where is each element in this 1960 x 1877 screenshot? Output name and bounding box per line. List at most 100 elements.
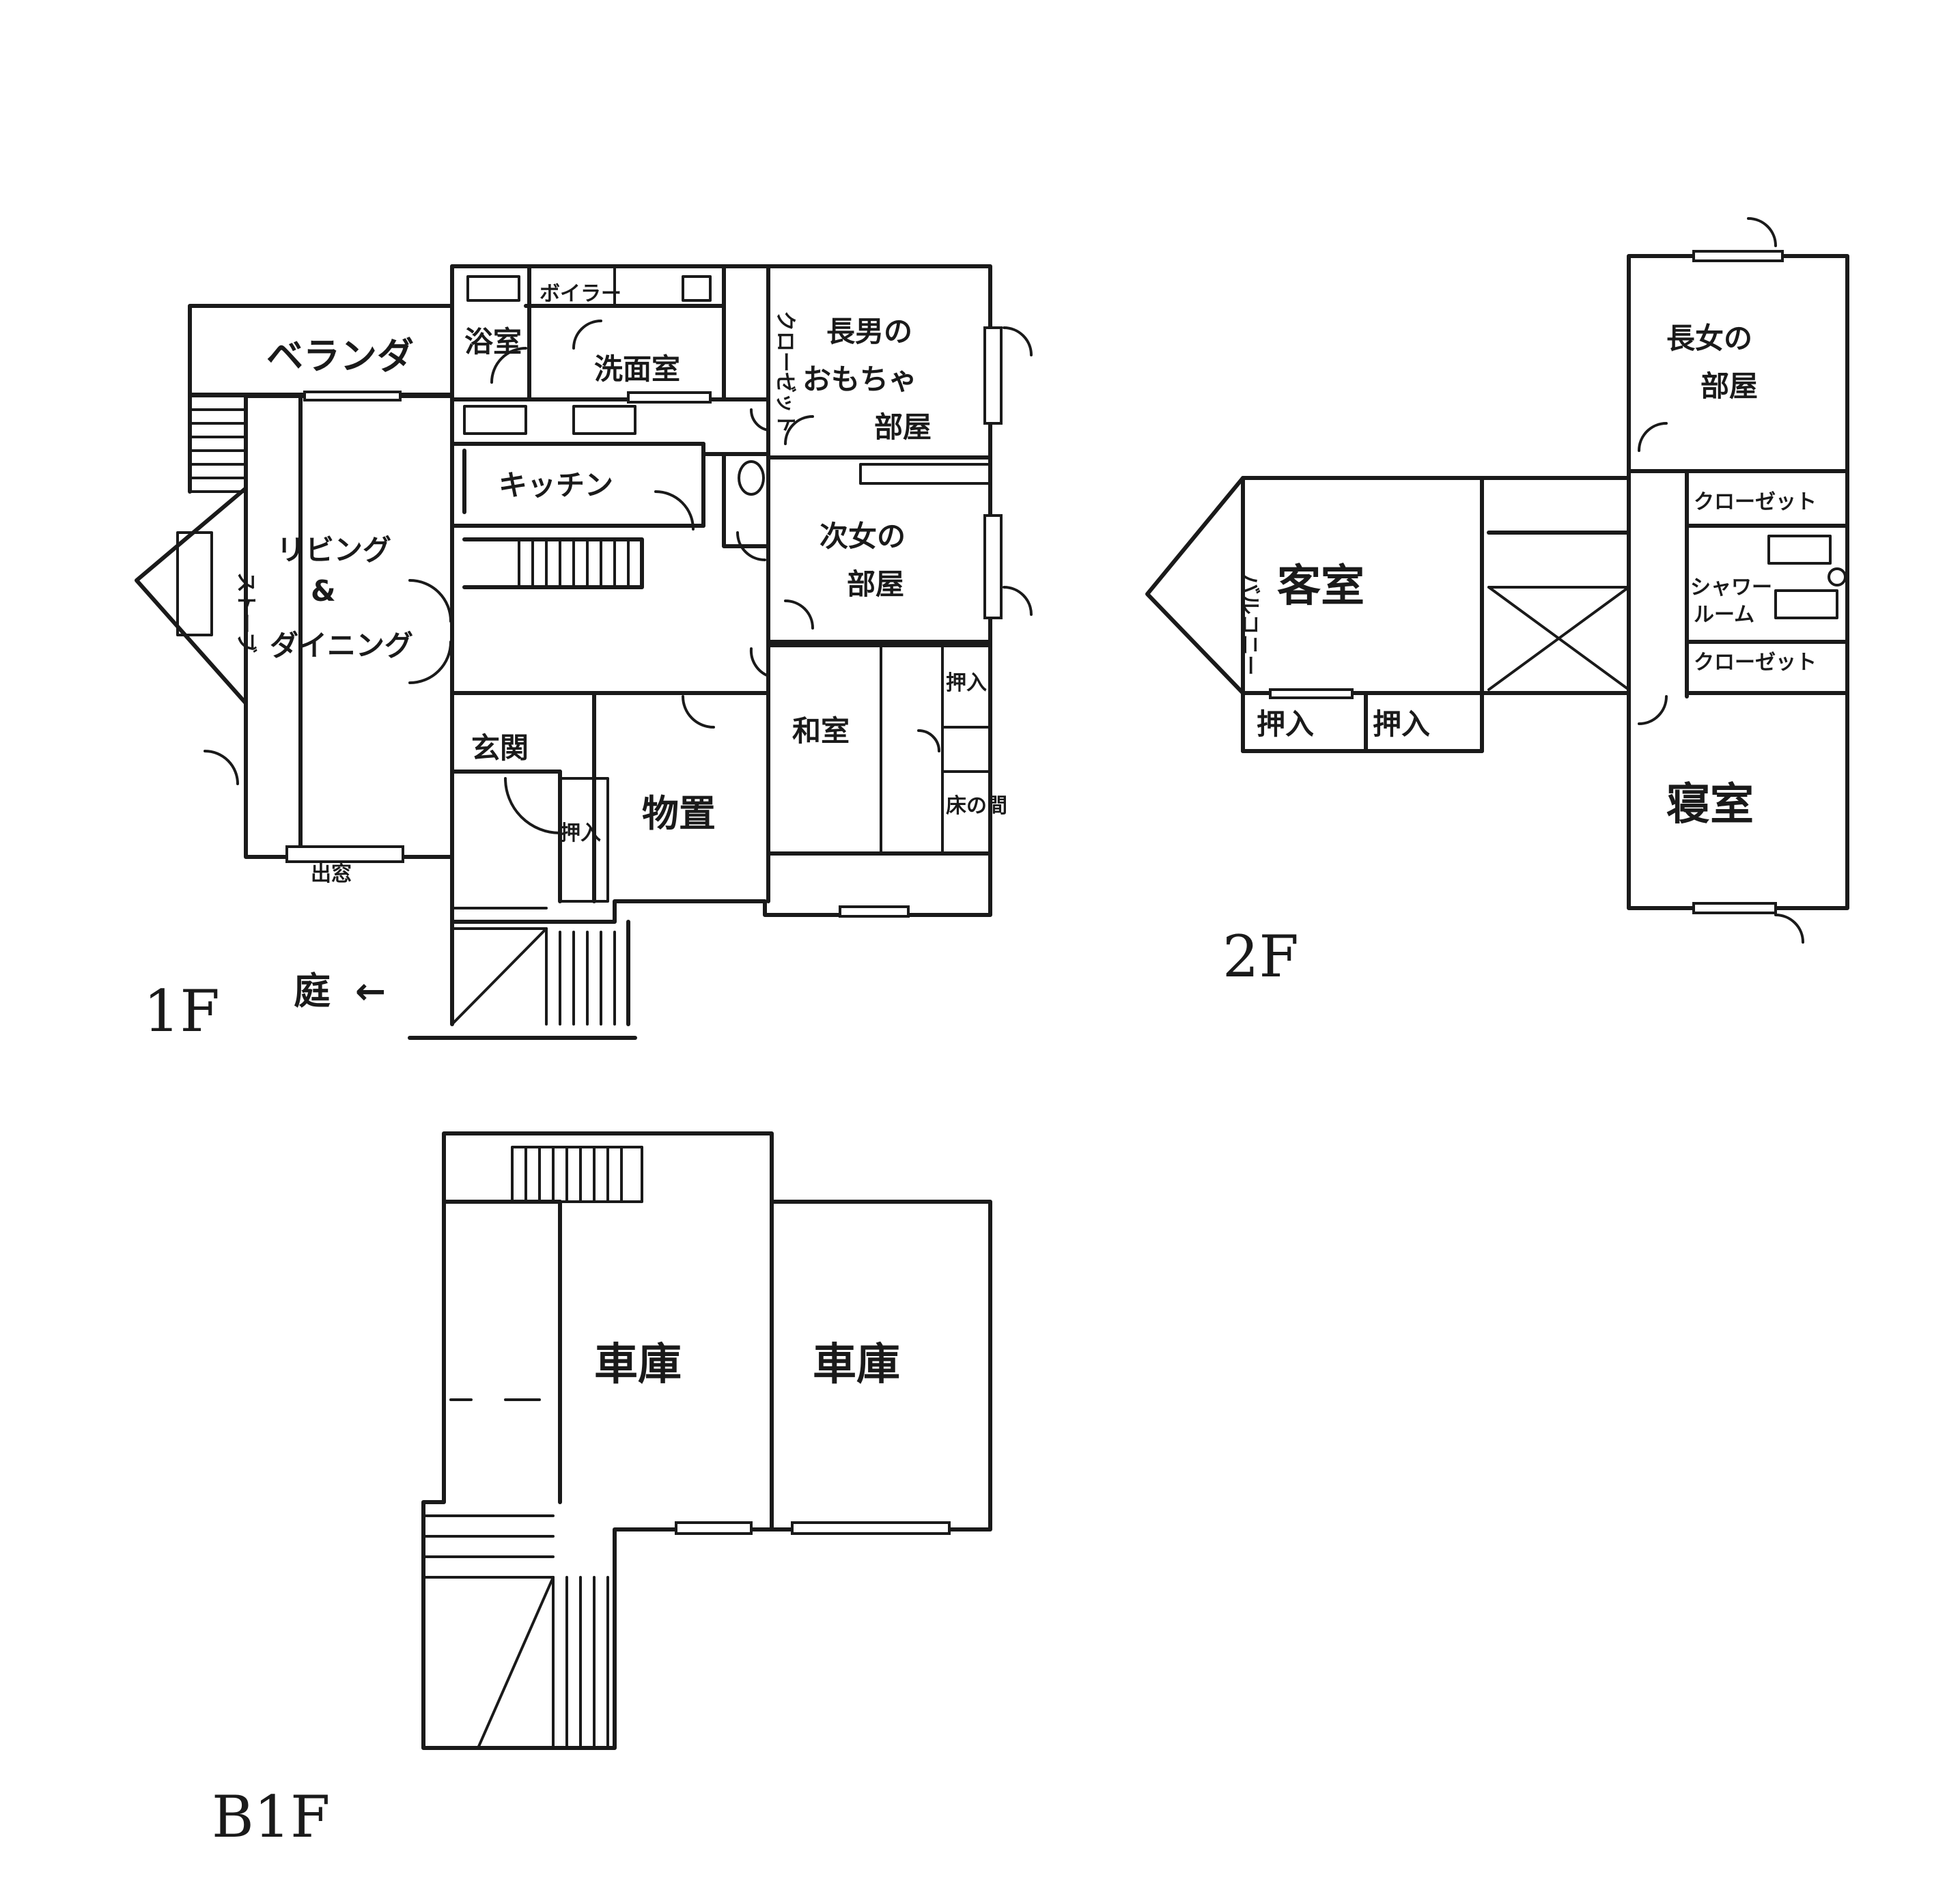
label-shower-1: シャワー bbox=[1690, 576, 1772, 599]
label-tokonoma: 床の間 bbox=[946, 794, 1007, 818]
label-oshiire-1f: 押入 bbox=[560, 821, 601, 845]
label-washroom: 洗面室 bbox=[594, 352, 680, 386]
label-closet-1f: クローゼット bbox=[773, 311, 797, 434]
label-living-2: & bbox=[311, 574, 336, 608]
stove-unit bbox=[176, 531, 213, 636]
eldest-daughter-outer-door bbox=[1747, 217, 1777, 247]
toilet-icon bbox=[738, 460, 765, 496]
label-kitchen: キッチン bbox=[499, 468, 613, 502]
label-eldest-son-3: 部屋 bbox=[874, 410, 932, 444]
storage-door-swing bbox=[682, 695, 715, 729]
shower-head-icon bbox=[1828, 567, 1847, 587]
label-eldest-daughter-2: 部屋 bbox=[1700, 369, 1758, 403]
label-veranda: ベランダ bbox=[266, 335, 414, 378]
second-daughter-window bbox=[983, 514, 1003, 619]
shower-tub-icon bbox=[1774, 589, 1838, 619]
bathtub-icon bbox=[466, 275, 520, 302]
window-seat bbox=[285, 845, 404, 863]
second-daughter-room bbox=[766, 514, 1033, 644]
closet-door-swing bbox=[749, 408, 770, 432]
bedroom bbox=[1638, 695, 1804, 944]
label-entrance: 玄関 bbox=[471, 731, 529, 765]
washitsu-room bbox=[766, 643, 992, 918]
sink-icon bbox=[572, 405, 636, 435]
floor-1f bbox=[135, 264, 1033, 1040]
labels-1f: ベランダ 浴室 ボイラー 洗面室 クローゼット 長男の おもちゃ 部屋 キッチン… bbox=[143, 282, 1007, 1045]
label-stove: ストーブ bbox=[234, 572, 257, 653]
second-daughter-door-inner bbox=[784, 599, 814, 630]
washitsu-door-swing bbox=[749, 647, 770, 677]
garage-right-door bbox=[791, 1521, 951, 1535]
label-garage-right: 車庫 bbox=[813, 1340, 900, 1390]
label-garden: 庭 bbox=[294, 970, 331, 1013]
garage-left-door bbox=[675, 1521, 753, 1535]
eldest-daughter-inner-door bbox=[1638, 422, 1668, 452]
label-closet-bottom: クローゼット bbox=[1694, 651, 1817, 675]
eldest-son-toy-room bbox=[766, 326, 1033, 485]
living-window-top bbox=[303, 391, 402, 401]
toy-room-window bbox=[983, 326, 1003, 425]
entrance-door-swing bbox=[504, 777, 561, 834]
label-eldest-daughter-1: 長女の bbox=[1666, 322, 1752, 355]
eldest-daughter-room bbox=[1627, 217, 1849, 473]
stove-top-icon bbox=[463, 405, 527, 435]
bath-washroom-row bbox=[450, 264, 770, 404]
label-second-daughter-1: 次女の bbox=[820, 520, 906, 553]
shower-sink-icon bbox=[1767, 535, 1832, 565]
second-daughter-door-outer bbox=[1003, 586, 1033, 616]
living-door-swing bbox=[204, 750, 239, 785]
kitchen-stairs bbox=[462, 537, 644, 589]
living-kitchen-door-swing bbox=[408, 579, 452, 623]
label-balcony: バルコニー bbox=[1237, 574, 1261, 675]
label-window-seat: 出窓 bbox=[311, 862, 352, 886]
label-floor-1f: 1F bbox=[143, 978, 220, 1045]
washroom-window bbox=[627, 391, 712, 404]
closet-shower-block bbox=[1685, 469, 1849, 698]
stairwell-2f bbox=[1480, 476, 1631, 695]
entry-stairs bbox=[408, 855, 637, 1040]
label-closet-top: クローゼット bbox=[1694, 490, 1817, 514]
living-hall-door-swing bbox=[408, 640, 452, 684]
guest-room-window bbox=[1269, 688, 1354, 699]
toy-room-inner-door bbox=[784, 415, 814, 445]
label-oshiire-left: 押入 bbox=[1257, 707, 1314, 741]
label-bedroom: 寝室 bbox=[1666, 780, 1754, 830]
center-block-outline bbox=[1241, 476, 1631, 695]
label-boiler: ボイラー bbox=[540, 282, 621, 306]
b1f-top-stairs bbox=[511, 1146, 643, 1203]
washbasin-icon bbox=[682, 275, 712, 302]
toilet-room bbox=[701, 408, 770, 561]
washitsu-inner-door bbox=[917, 729, 940, 752]
garage-left-outline bbox=[421, 1131, 774, 1750]
bedroom-outer-door bbox=[1774, 914, 1804, 944]
label-eldest-son-2: おもちゃ bbox=[802, 363, 917, 396]
toilet-door-swing bbox=[736, 531, 766, 561]
washitsu-window bbox=[839, 905, 910, 918]
label-oshiire-washitsu: 押入 bbox=[946, 671, 987, 695]
label-oshiire-right: 押入 bbox=[1373, 707, 1430, 741]
guest-room bbox=[1145, 476, 1484, 753]
label-floor-2f: 2F bbox=[1222, 923, 1299, 990]
label-second-daughter-2: 部屋 bbox=[847, 567, 904, 601]
b1f-bottom-stairs bbox=[422, 1514, 609, 1749]
labels-2f: 長女の 部屋 バルコニー 客室 クローゼット シャワー ルーム クローゼット 押… bbox=[1222, 322, 1817, 990]
toy-room-door-swing bbox=[1003, 326, 1033, 356]
eldest-daughter-window bbox=[1692, 250, 1784, 262]
garden-arrow-icon: ← bbox=[355, 970, 386, 1013]
label-washitsu: 和室 bbox=[792, 714, 850, 748]
entrance-oshiire bbox=[559, 777, 609, 903]
toy-room-closet bbox=[859, 463, 992, 485]
bedroom-window bbox=[1692, 902, 1777, 914]
label-shower-2: ルーム bbox=[1694, 603, 1754, 627]
floor-2f bbox=[1145, 217, 1849, 944]
label-floor-b1f: B1F bbox=[212, 1783, 330, 1850]
entrance-storage bbox=[450, 647, 770, 903]
label-living-1: リビング bbox=[277, 533, 391, 567]
washroom-door-swing bbox=[572, 320, 602, 350]
stove-bay bbox=[135, 486, 248, 705]
label-storage: 物置 bbox=[642, 792, 716, 835]
bath-door-swing bbox=[490, 347, 527, 384]
label-living-3: ダイニング bbox=[270, 629, 413, 662]
veranda-steps bbox=[188, 395, 247, 493]
